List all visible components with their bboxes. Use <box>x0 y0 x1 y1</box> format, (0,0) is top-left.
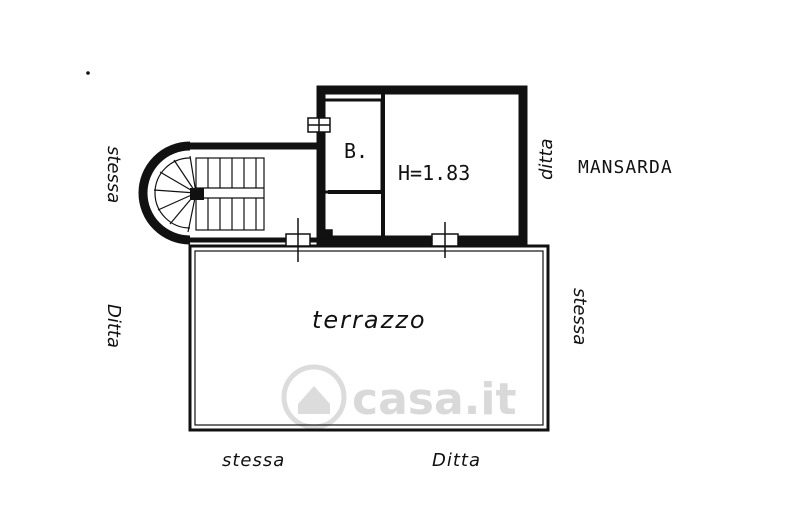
window-left <box>285 218 311 262</box>
window-bath <box>307 110 331 140</box>
spiral-treads <box>153 155 197 233</box>
neighbor-right-top: ditta <box>536 138 557 180</box>
terrace-label: terrazzo <box>312 306 427 334</box>
house-logo-icon <box>281 364 347 430</box>
terrace <box>188 244 550 432</box>
bath-label: B. <box>344 139 368 163</box>
neighbor-right-bottom: stessa <box>569 288 590 345</box>
height-label: H=1.83 <box>398 161 470 185</box>
door-mark <box>317 229 333 239</box>
stair-area <box>138 141 523 245</box>
mansarda-label: MANSARDA <box>578 157 673 178</box>
window-right <box>431 222 459 258</box>
window-marks <box>285 110 459 262</box>
neighbor-bottom-left: stessa <box>222 450 285 471</box>
neighbor-left-top: stessa <box>103 146 124 203</box>
neighbor-left-bottom: Ditta <box>103 304 124 348</box>
straight-treads <box>195 157 265 231</box>
watermark: casa.it <box>281 364 516 430</box>
neighbor-bottom-right: Ditta <box>432 450 481 471</box>
ink-dot <box>86 71 90 75</box>
terrace-inner-line <box>194 250 544 426</box>
watermark-text: casa.it <box>352 374 516 425</box>
stair-landing-mark <box>190 188 204 200</box>
stair-round-wall <box>138 141 191 245</box>
terrace-outer-wall <box>188 244 550 432</box>
